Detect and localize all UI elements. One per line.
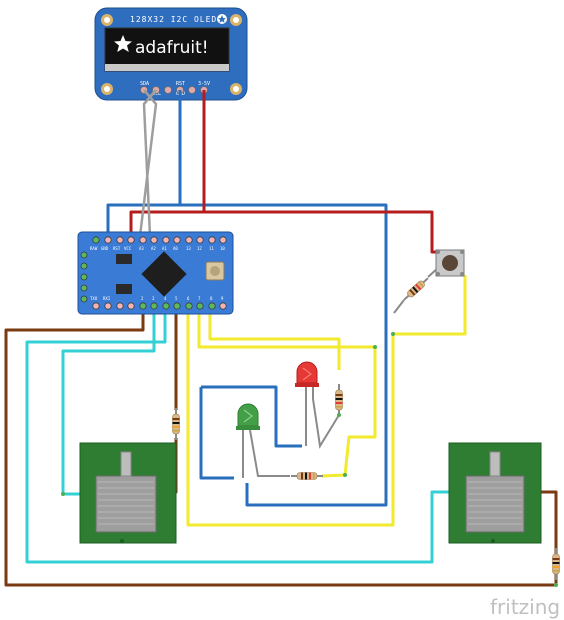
board-label-11: 11	[209, 246, 214, 251]
board-bottom-pins	[92, 302, 227, 310]
board-label-4: 4	[164, 296, 167, 301]
oled-pin-label-sda: SDA	[140, 81, 149, 87]
board-label-3: 3	[152, 296, 155, 301]
microcontroller-chip	[141, 251, 187, 297]
wire-cyan	[25, 313, 458, 564]
board-label-12: 12	[197, 246, 202, 251]
board-label-txo: TXO	[90, 296, 98, 301]
fritzing-brand: fritzing	[490, 595, 560, 619]
board-label-6: 6	[187, 296, 190, 301]
oled-pin-label-scl: SCL	[152, 91, 161, 97]
led-red-icon	[295, 361, 319, 399]
fsr-sensor-icon	[79, 442, 177, 544]
adafruit-star-icon	[217, 14, 227, 24]
fsr-sensor-icon	[448, 442, 542, 544]
resistor-icon	[552, 548, 560, 580]
board-label-raw: RAW	[90, 246, 98, 251]
board-label-10: 10	[220, 246, 225, 251]
board-label-gnd: GND	[101, 246, 109, 251]
crystal	[116, 284, 132, 294]
resistor-icon	[403, 277, 429, 301]
board-label-a3: A3	[139, 246, 144, 251]
board-label-8: 8	[210, 296, 213, 301]
adafruit-logo-icon	[114, 35, 132, 52]
board-label-5: 5	[175, 296, 178, 301]
wire-blue-main	[106, 90, 388, 507]
board-label-a1: A1	[162, 246, 167, 251]
board-label-a0: A0	[173, 246, 178, 251]
oled-pin-label-rst: RST	[176, 81, 185, 87]
board-label-7: 7	[198, 296, 201, 301]
wire-gray-leads	[242, 267, 439, 478]
board-label-a2: A2	[151, 246, 156, 251]
wire-gray-i2c	[138, 89, 158, 237]
board-side-pins	[80, 251, 88, 303]
oled-module: 128X32 I2C OLED adafruit! SDA SCL RST GN…	[94, 7, 248, 101]
wire-red-power	[129, 90, 438, 254]
wire-endpoints	[61, 332, 558, 587]
resistor-icon	[335, 384, 343, 416]
board-top-pins	[92, 236, 227, 244]
board-label-rxi: RXI	[103, 296, 111, 301]
resistor-icon	[172, 408, 180, 440]
led-green-icon	[236, 403, 260, 430]
oled-title: 128X32 I2C OLED	[130, 15, 217, 24]
board-label-vcc: VCC	[124, 246, 132, 251]
board-label-13: 13	[186, 246, 191, 251]
pro-mini-board: RAW GND RST VCC A3 A2 A1 A0 13 12 11 10 …	[77, 231, 234, 315]
board-label-rst: RST	[113, 246, 121, 251]
oled-pin-label-vin: 3-5V	[198, 81, 210, 87]
resistor-icon	[291, 472, 323, 480]
regulator-chip	[116, 254, 132, 264]
pushbutton-icon[interactable]	[435, 249, 465, 277]
board-label-2: 2	[141, 296, 144, 301]
oled-screen-text: adafruit!	[135, 38, 209, 58]
board-label-9: 9	[221, 296, 224, 301]
